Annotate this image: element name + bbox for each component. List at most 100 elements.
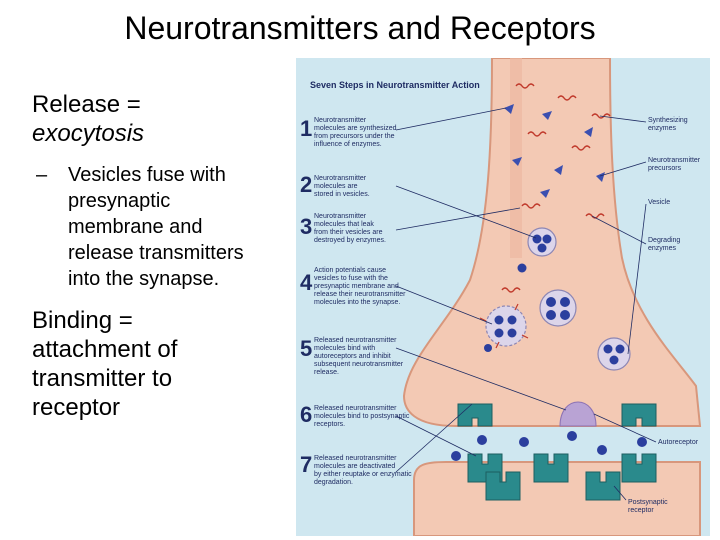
label-degrading-enzymes-2: enzymes (648, 245, 677, 252)
label-autoreceptor: Autoreceptor (658, 439, 699, 446)
leader-line (591, 215, 647, 245)
leader-line (593, 413, 657, 443)
step-text-line: stored in vesicles. (314, 191, 370, 198)
step-2: 2 Neurotransmitter molecules are stored … (300, 172, 370, 198)
bullet-binding: Binding = attachment of transmitter to r… (32, 306, 282, 422)
label-degrading-enzymes: Degrading (648, 237, 680, 244)
postsynaptic-receptors (467, 453, 657, 501)
step-4: 4 Action potentials cause vesicles to fu… (300, 267, 406, 306)
step-text-line: release their neurotransmitter (314, 291, 406, 298)
step-text-line: release. (314, 369, 339, 376)
step-text-line: Action potentials cause (314, 267, 386, 274)
step-text-line: Neurotransmitter (314, 175, 367, 182)
postsynaptic-receptor (585, 471, 621, 501)
released-molecules (451, 431, 647, 461)
bullet-release: Release = exocytosis (32, 90, 282, 148)
enzyme-coil (515, 83, 535, 89)
precursor-wedge (554, 165, 563, 175)
sub-bullet-line: membrane and (68, 216, 203, 238)
vesicle (527, 227, 557, 257)
sub-bullet-line: release transmitters (68, 242, 244, 264)
step-text-line: Released neurotransmitter (314, 455, 397, 462)
step-text-line: molecules that leak (314, 221, 374, 228)
bullet-list: Release = exocytosis – Vesicles fuse wit… (32, 90, 282, 422)
bullet-binding-line: receptor (32, 394, 121, 421)
step-1: 1 Neurotransmitter molecules are synthes… (300, 116, 397, 148)
step-text-line: Released neurotransmitter (314, 405, 397, 412)
bullet-release-line2: exocytosis (32, 120, 145, 147)
leader-line (395, 207, 521, 231)
label-precursors: precursors (648, 165, 682, 172)
precursor-wedge (512, 157, 522, 166)
step-5: 5 Released neurotransmitter molecules bi… (300, 336, 404, 376)
enzyme-coil (527, 131, 547, 137)
enzyme-coil (501, 287, 521, 293)
figure-title: Seven Steps in Neurotransmitter Action (310, 80, 480, 90)
leader-line (395, 107, 507, 131)
step-text-line: receptors. (314, 421, 345, 428)
leader-line (395, 403, 473, 473)
leader-line (395, 347, 567, 411)
step-text-line: molecules are deactivated (314, 463, 395, 470)
step-text-line: molecules bind with (314, 345, 375, 352)
cleft-molecule (597, 445, 607, 455)
step-text-line: molecules are synthesized (314, 125, 397, 132)
step-text-line: molecules bind to postsynaptic (314, 413, 410, 420)
enzyme-coil (571, 145, 591, 151)
sub-bullet-vesicles: – Vesicles fuse with presynaptic membran… (36, 162, 282, 292)
precursor-wedge (504, 104, 514, 114)
cleft-molecule (451, 451, 461, 461)
leader-line (599, 161, 647, 177)
step-6: 6 Released neurotransmitter molecules bi… (300, 402, 410, 428)
step-text-line: vesicles to fuse with the (314, 275, 388, 282)
step-text-line: Neurotransmitter (314, 213, 367, 220)
step-text-line: molecules are (314, 183, 358, 190)
enzyme-coil (521, 203, 541, 209)
step-text-line: from their vesicles are (314, 229, 383, 236)
vesicle (597, 337, 631, 371)
precursor-wedge (596, 172, 605, 182)
step-text-line: from precursors under the (314, 133, 395, 140)
vesicles (479, 227, 631, 371)
neurotransmitter-precursors (504, 104, 605, 198)
step-text-line: destroyed by enzymes. (314, 237, 386, 244)
slide-title: Neurotransmitters and Receptors (124, 10, 596, 46)
step-text-line: Neurotransmitter (314, 117, 367, 124)
step-number: 5 (300, 336, 312, 361)
bullet-release-line1: Release = (32, 91, 141, 118)
leader-line (627, 203, 647, 355)
leader-line (599, 115, 647, 123)
synthesizing-enzymes (501, 83, 611, 293)
postsynaptic-receptor (533, 453, 569, 483)
precursor-wedge (542, 111, 552, 120)
step-text-line: by either reuptake or enzymatic (314, 471, 412, 478)
step-text-line: molecules into the synapse. (314, 299, 400, 306)
step-number: 6 (300, 402, 312, 427)
label-synthesizing-enzymes: Synthesizing (648, 117, 688, 124)
bullet-binding-line: attachment of (32, 336, 178, 363)
cleft-molecule (567, 431, 577, 441)
fusing-vesicle (479, 303, 529, 349)
free-molecule (484, 344, 492, 352)
step-text-line: subsequent neurotransmitter (314, 361, 404, 368)
cleft-molecule (477, 435, 487, 445)
step-number: 4 (300, 270, 313, 295)
leader-lines (395, 107, 657, 501)
free-molecule (517, 263, 527, 273)
presynaptic-transporters (457, 403, 657, 427)
step-text-line: Released neurotransmitter (314, 337, 397, 344)
leader-line (613, 485, 627, 501)
step-number: 7 (300, 452, 312, 477)
bullet-binding-line: Binding = (32, 307, 133, 334)
sub-bullet-line: Vesicles fuse with (68, 164, 226, 186)
synapse-diagram: Seven Steps in Neurotransmitter Action 1… (296, 58, 710, 536)
step-number: 1 (300, 116, 312, 141)
transporter (457, 403, 493, 427)
step-text-line: autoreceptors and inhibit (314, 353, 391, 360)
precursor-wedge (584, 127, 593, 137)
precursor-wedge (540, 189, 550, 198)
step-text-line: degradation. (314, 479, 353, 486)
sub-bullet-line: presynaptic (68, 190, 171, 212)
cleft-molecule (519, 437, 529, 447)
sub-bullet-line: into the synapse. (68, 268, 220, 290)
